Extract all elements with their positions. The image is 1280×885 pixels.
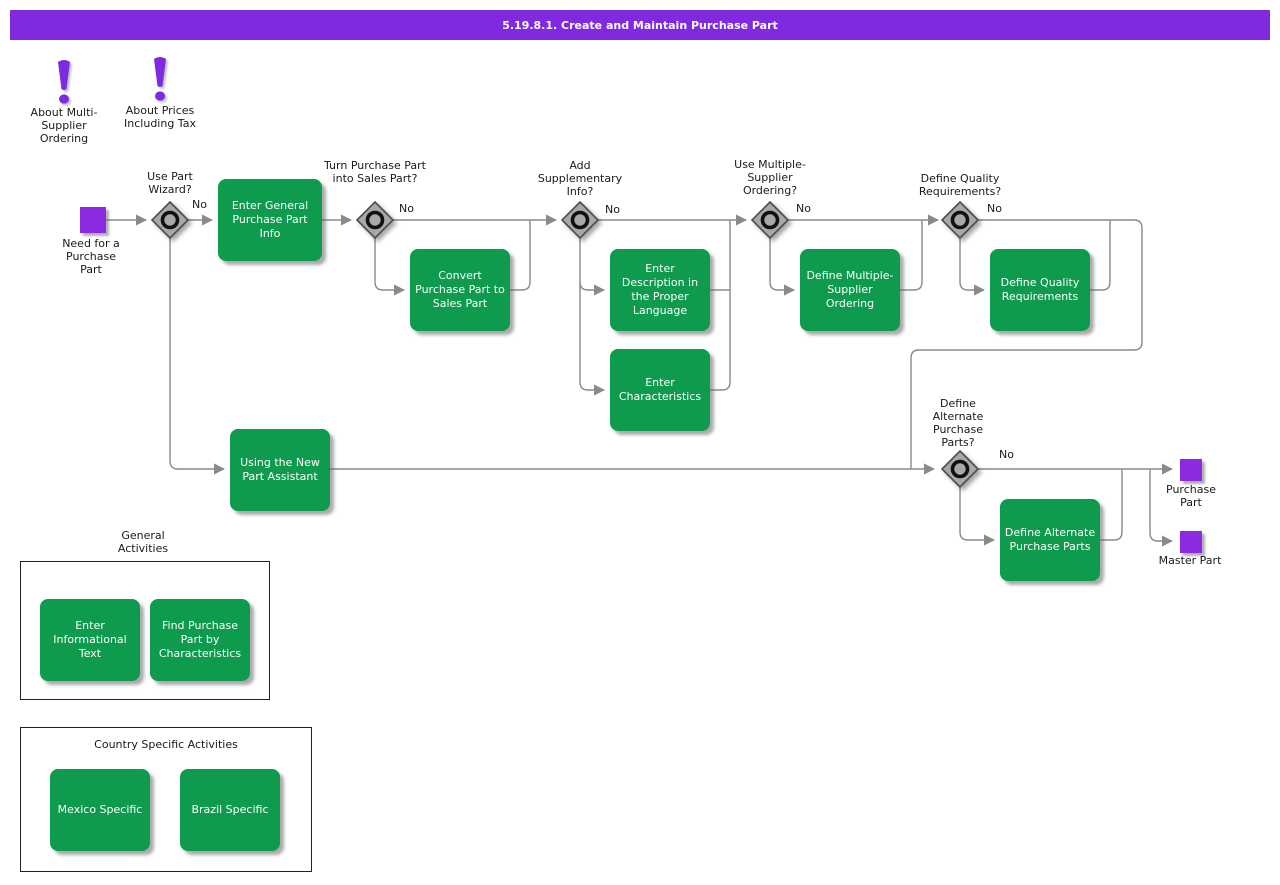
decision-use-part-wizard-question: Use Part Wizard?	[147, 170, 193, 196]
decision-add-supplementary-info-question: Add Supplementary Info?	[537, 159, 623, 198]
activity-define-quality-requirements[interactable]: Define Quality Requirements	[990, 249, 1090, 331]
decision-turn-into-sales-part-question: Turn Purchase Part into Sales Part?	[324, 159, 426, 185]
activity-mexico-specific[interactable]: Mexico Specific	[50, 769, 150, 851]
info-link-prices-tax-label: About Prices Including Tax	[124, 104, 196, 130]
decision-turn-into-sales-part-no-label: No	[399, 202, 414, 215]
end-node-master-part-label: Master Part	[1158, 554, 1222, 567]
decision-add-supplementary-info-no-label: No	[605, 203, 620, 216]
start-node-need-for-purchase-part	[80, 207, 106, 233]
decision-define-alternate-purchase-parts-question: Define Alternate Purchase Parts?	[932, 397, 984, 449]
decision-define-quality-requirements-question: Define Quality Requirements?	[918, 172, 1002, 198]
start-node-label: Need for a Purchase Part	[62, 237, 120, 276]
decision-add-supplementary-info[interactable]	[560, 200, 600, 240]
decision-use-multiple-supplier-question: Use Multiple-Supplier Ordering?	[734, 158, 806, 197]
decision-use-multiple-supplier-no-label: No	[796, 202, 811, 215]
exclamation-icon	[53, 60, 75, 112]
title-bar: 5.19.8.1. Create and Maintain Purchase P…	[10, 10, 1270, 40]
activity-brazil-specific[interactable]: Brazil Specific	[180, 769, 280, 851]
decision-use-multiple-supplier[interactable]	[750, 200, 790, 240]
end-node-master-part[interactable]	[1180, 531, 1202, 553]
activity-using-new-part-assistant[interactable]: Using the New Part Assistant	[230, 429, 330, 511]
activity-enter-general-purchase-part-info[interactable]: Enter General Purchase Part Info	[218, 179, 322, 261]
decision-use-part-wizard-no-label: No	[192, 198, 207, 211]
decision-define-alternate-purchase-parts-no-label: No	[999, 448, 1014, 461]
decision-use-part-wizard[interactable]	[150, 200, 190, 240]
page-title: 5.19.8.1. Create and Maintain Purchase P…	[502, 18, 778, 32]
info-link-multi-supplier[interactable]	[53, 58, 75, 112]
decision-define-quality-requirements-no-label: No	[987, 202, 1002, 215]
end-node-purchase-part[interactable]	[1180, 459, 1202, 481]
activity-find-purchase-part-by-characteristics[interactable]: Find Purchase Part by Characteristics	[150, 599, 250, 681]
activity-enter-informational-text[interactable]: Enter Informational Text	[40, 599, 140, 681]
activity-convert-purchase-part-to-sales-part[interactable]: Convert Purchase Part to Sales Part	[410, 249, 510, 331]
info-link-multi-supplier-label: About Multi-Supplier Ordering	[30, 106, 98, 145]
end-node-purchase-part-label: Purchase Part	[1166, 483, 1216, 509]
activity-enter-characteristics[interactable]: Enter Characteristics	[610, 349, 710, 431]
activity-define-multiple-supplier-ordering[interactable]: Define Multiple-Supplier Ordering	[800, 249, 900, 331]
general-activities-title: General Activities	[117, 529, 169, 555]
decision-define-alternate-purchase-parts[interactable]	[940, 449, 980, 489]
country-specific-activities-title: Country Specific Activities	[94, 738, 238, 751]
decision-define-quality-requirements[interactable]	[940, 200, 980, 240]
info-link-prices-tax[interactable]	[149, 55, 171, 109]
exclamation-icon	[149, 57, 171, 109]
activity-define-alternate-purchase-parts[interactable]: Define Alternate Purchase Parts	[1000, 499, 1100, 581]
activity-enter-description-proper-language[interactable]: Enter Description in the Proper Language	[610, 249, 710, 331]
decision-turn-into-sales-part[interactable]	[355, 200, 395, 240]
